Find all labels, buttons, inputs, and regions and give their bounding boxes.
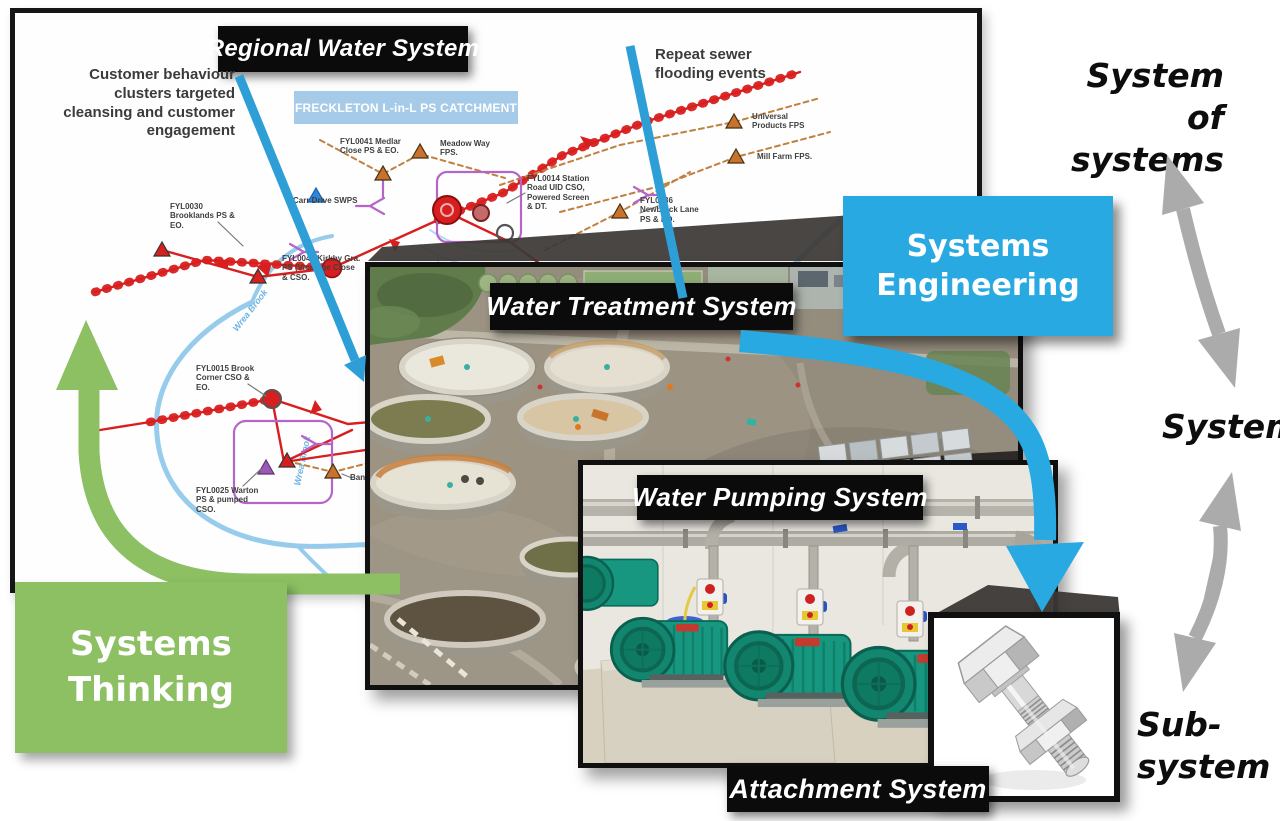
bolt-and-nut-photo: [957, 625, 1090, 790]
map-site-label: FYL0015 Brook Corner CSO & EO.: [196, 364, 255, 392]
repeat-flooding-note: Repeat sewer flooding events: [655, 46, 766, 82]
hierarchy-label-system-of-systems: System of systems: [1071, 56, 1224, 180]
pump-unit: [609, 616, 733, 688]
map-site-label: Universal Products FPS: [752, 112, 805, 131]
catchment-banner: FRECKLETON L-in-L PS CATCHMENT: [294, 91, 518, 124]
map-site-label: Mill Farm FPS.: [757, 152, 813, 161]
map-site-label: FYL0030 Brooklands PS & EO.: [170, 202, 235, 230]
control-panels: [696, 578, 924, 638]
systems-thinking-tag: Systems Thinking: [15, 582, 287, 753]
hierarchy-arrow-upper: [1162, 155, 1240, 388]
regional-title: Regional Water System: [207, 26, 479, 72]
systems-engineering-tag: Systems Engineering: [843, 196, 1113, 336]
map-site-label: FYL0041 Medlar Close PS & EO.: [340, 137, 401, 156]
hierarchy-label-system: System: [1162, 407, 1280, 446]
customer-behaviour-note: Customer behaviour clusters targeted cle…: [63, 66, 235, 140]
pump-unit: [583, 555, 659, 611]
map-site-label: FYL0040 Kirkby Gra. PS (Vicarage Close &…: [282, 254, 361, 282]
map-site-label: FYL0014 Station Road UID CSO, Powered Sc…: [527, 174, 590, 212]
attachment-title: Attachment System: [727, 766, 989, 812]
hierarchy-arrow-lower: [1174, 472, 1241, 692]
pump-unit: [723, 630, 857, 708]
treatment-title: Water Treatment System: [486, 283, 796, 330]
hierarchy-label-subsystem: Sub- system: [1137, 705, 1271, 787]
pumping-title: Water Pumping System: [632, 475, 928, 520]
map-site-label: Carr Drive SWPS: [293, 196, 358, 205]
map-site-label: FYL0025 Warton PS & pumped CSO.: [196, 486, 259, 514]
attachment-photo-card: [928, 612, 1120, 802]
map-site-label: FYL0036 Newbreck Lane PS & EO.: [640, 196, 699, 224]
map-site-label: Meadow Way FPS.: [440, 139, 490, 158]
